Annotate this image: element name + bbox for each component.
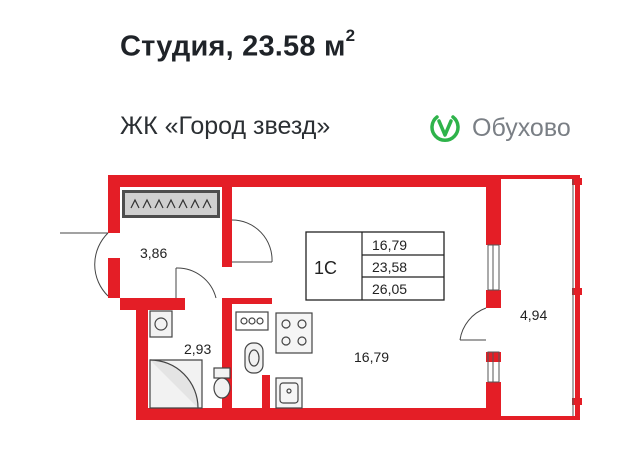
title-text: Студия, 23.58 м	[120, 30, 346, 63]
spb-metro-m-icon	[430, 115, 460, 142]
metro-station-name: Обухово	[472, 113, 571, 142]
bathroom-area-label: 2,93	[184, 341, 211, 357]
area-with-balcony-value: 26,05	[372, 281, 407, 297]
apartment-code: 1С	[314, 258, 337, 278]
radiator	[122, 190, 220, 218]
area-summary-table: 1С 16,79 23,58 26,05	[305, 231, 445, 301]
complex-name: ЖК «Город звезд»	[120, 112, 331, 140]
door-swings	[60, 219, 487, 341]
title-superscript: 2	[345, 26, 356, 45]
hall-area-label: 3,86	[140, 245, 167, 261]
total-area-value: 23,58	[372, 259, 407, 275]
kitchen-fixtures	[275, 312, 313, 409]
page-title: Студия, 23.58 м2	[120, 26, 355, 64]
balcony-area-label: 4,94	[520, 307, 547, 323]
living-area-value: 16,79	[372, 237, 407, 253]
metro-station: Обухово	[428, 112, 571, 144]
window-frames	[487, 244, 500, 383]
bathroom-fixtures	[149, 310, 269, 409]
main-room-area-label: 16,79	[354, 349, 389, 365]
walls	[108, 175, 582, 420]
